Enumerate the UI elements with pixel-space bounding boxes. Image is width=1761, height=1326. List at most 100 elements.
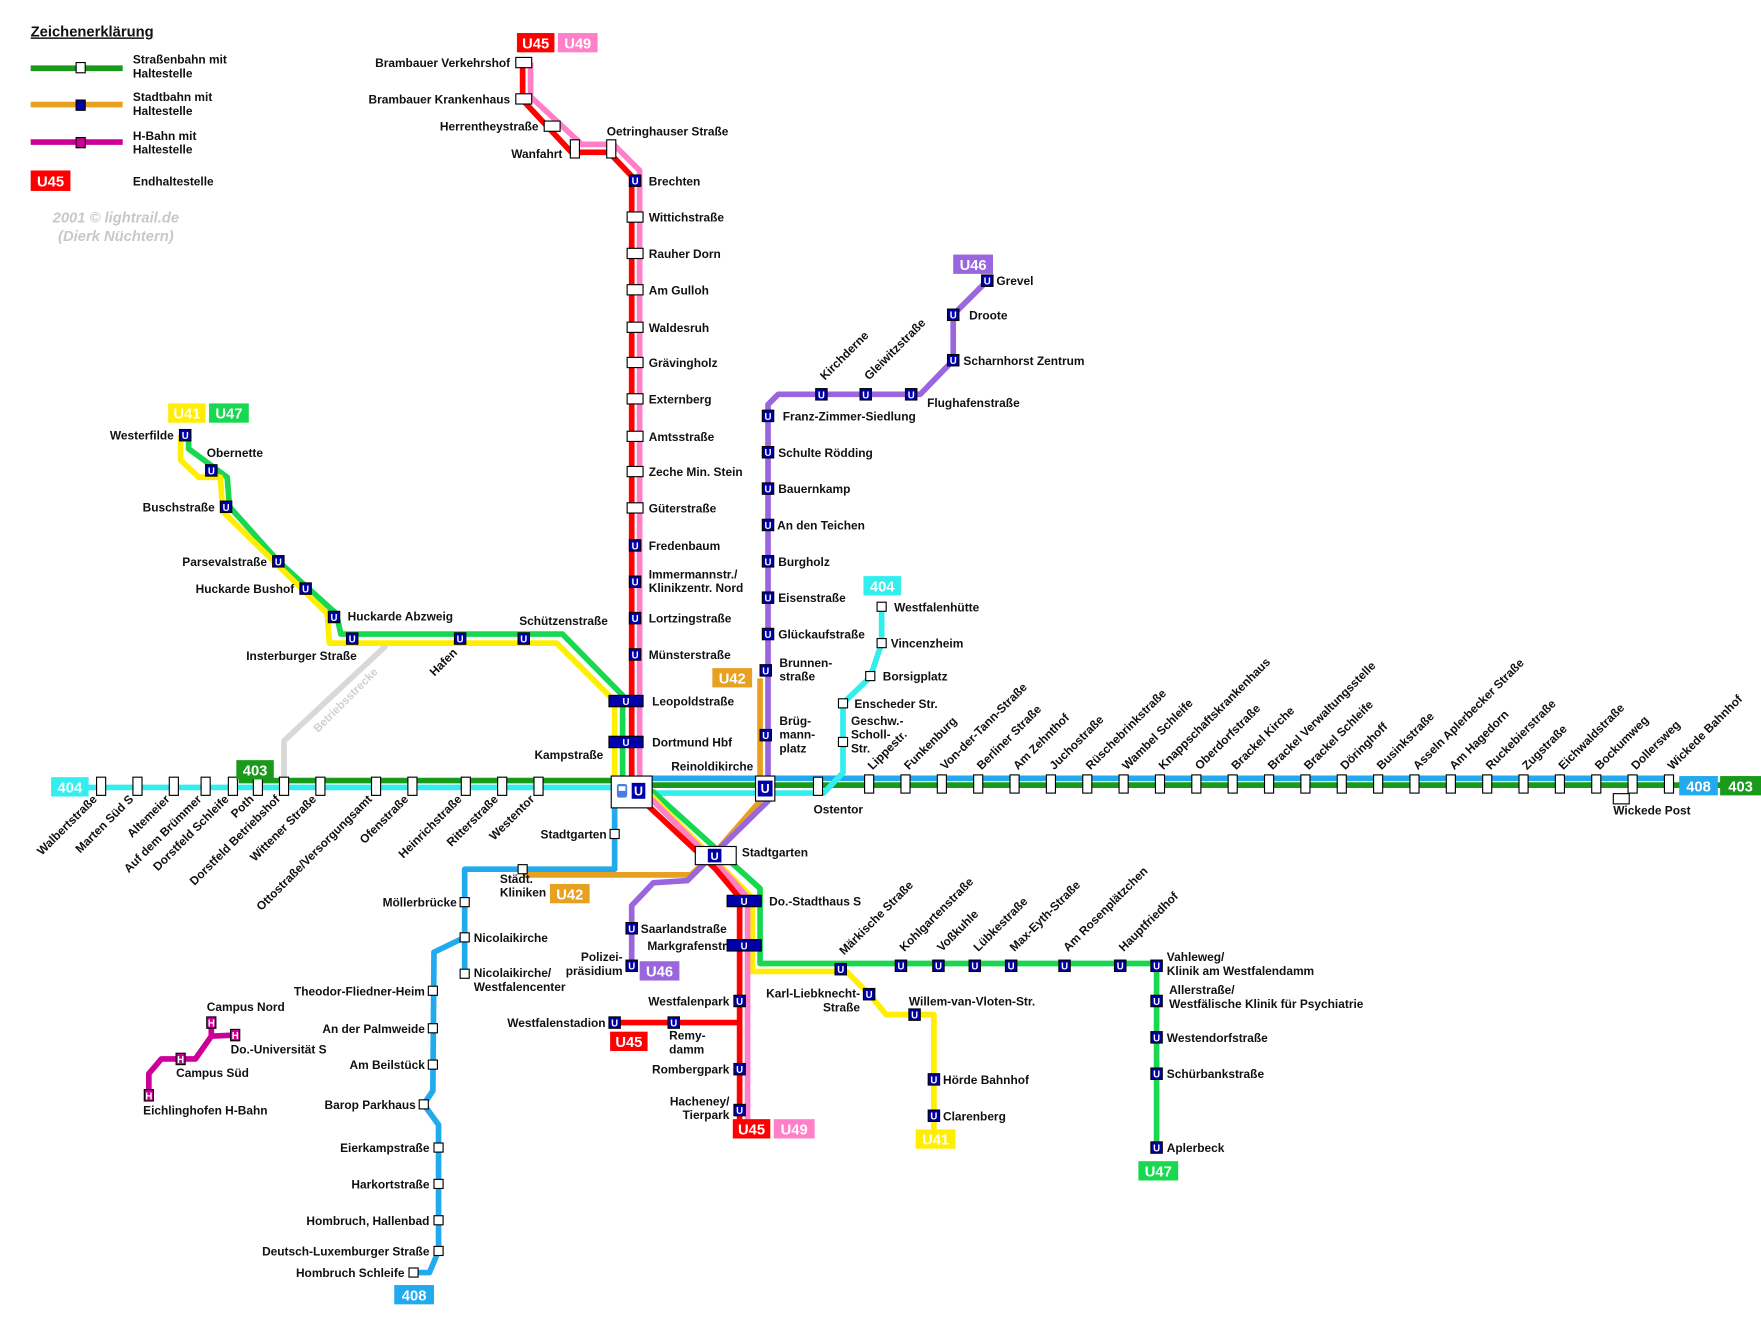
hub-dortmund-hbf[interactable]: U <box>610 775 653 809</box>
station-wfh[interactable]: Westfalenhütte <box>876 600 980 614</box>
station-ext[interactable]: Externberg <box>626 392 712 406</box>
badge-text: U42 <box>556 887 583 903</box>
station-ens[interactable]: Enscheder Str. <box>837 697 938 711</box>
station-abs[interactable]: Am Beilstück <box>349 1058 438 1072</box>
station-zms[interactable]: Zeche Min. Stein <box>626 465 743 479</box>
legend-title: Zeichenerklärung <box>31 24 154 40</box>
station-kam[interactable]: Kampstraße <box>534 748 603 762</box>
station-hks[interactable]: Harkortstraße <box>351 1177 444 1191</box>
station-nwc[interactable]: Nicolaikirche/Westfalencenter <box>459 966 566 994</box>
station-apw[interactable]: An der Palmweide <box>322 1022 438 1036</box>
station-bkh[interactable]: Brambauer Krankenhaus <box>369 92 533 106</box>
station-rei[interactable]: Reinoldikirche <box>671 759 753 773</box>
station-eik[interactable]: Eierkampstraße <box>340 1141 444 1155</box>
station-nic[interactable]: Nicolaikirche <box>459 931 548 945</box>
station-ost[interactable]: Ostentor <box>812 776 863 817</box>
station-vin[interactable]: Vincenzheim <box>876 637 963 651</box>
station-skl[interactable]: Städt.Kliniken <box>500 864 546 900</box>
station-rau[interactable]: Rauher Dorn <box>626 247 721 261</box>
station-amt[interactable]: Amtsstraße <box>626 430 715 444</box>
hub-reinoldikirche[interactable]: U <box>754 775 776 802</box>
station-bpk[interactable]: Barop Parkhaus <box>324 1098 429 1112</box>
station-hts[interactable]: Herrentheystraße <box>440 120 561 134</box>
stop-marker <box>626 465 644 478</box>
station-dus[interactable]: HDo.-Universität S <box>230 1028 327 1056</box>
station-oet[interactable]: Oetringhauser Straße <box>606 124 729 159</box>
station-hhb[interactable]: Hombruch, Hallenbad <box>306 1214 444 1228</box>
station-gra[interactable]: Grävingholz <box>626 356 718 370</box>
station-hsc[interactable]: Hombruch Schleife <box>296 1266 419 1280</box>
legend-terminus-badge <box>30 170 71 191</box>
station-gul[interactable]: Am Gulloh <box>626 283 709 297</box>
hub-stadtgarten[interactable]: U <box>694 845 737 866</box>
station-label: Westerfilde <box>110 429 174 443</box>
station-wip[interactable]: Wickede Post <box>1612 793 1691 818</box>
station-label: Brunnen-straße <box>779 656 832 684</box>
station-dlx[interactable]: Deutsch-Luxemburger Straße <box>262 1244 444 1258</box>
station-bor[interactable]: Borsigplatz <box>865 670 948 684</box>
station-mol[interactable]: Möllerbrücke <box>383 896 470 910</box>
station-stg2[interactable]: Stadtgarten <box>541 828 620 842</box>
station-wal[interactable]: Waldesruh <box>626 321 709 335</box>
station-gss[interactable]: Geschw.-Scholl-Str. <box>837 714 903 755</box>
station-wan[interactable]: Wanfahrt <box>511 139 580 161</box>
station-tfh[interactable]: Theodor-Fliedner-Heim <box>294 984 438 998</box>
station-bvh[interactable]: Brambauer Verkehrshof <box>375 56 533 70</box>
station-stg[interactable]: Stadtgarten <box>742 846 808 860</box>
station-gut[interactable]: Güterstraße <box>626 501 717 515</box>
station-wit[interactable]: Wittichstraße <box>626 211 724 225</box>
